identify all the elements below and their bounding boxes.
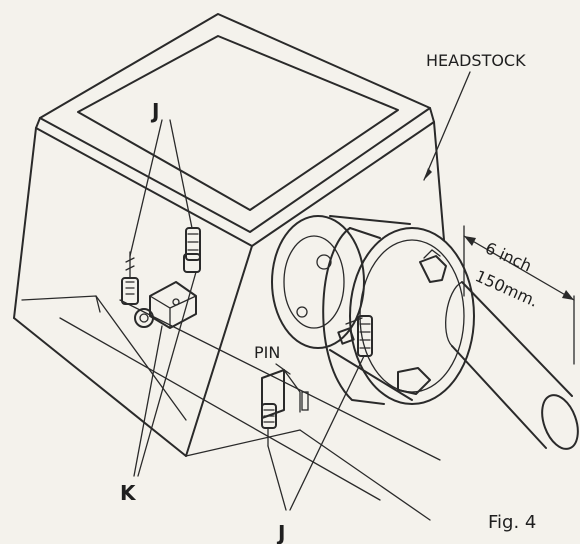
j-label-bottom: J [276,521,285,544]
chuck-jaw-bottom [397,367,431,395]
headstock-housing [13,13,445,521]
headstock-label: HEADSTOCK [426,51,526,70]
k-label: K [120,481,137,505]
j-label-top: J [150,99,159,123]
screw-j-left [121,251,139,305]
chuck-assembly [271,215,475,405]
figure-number: Fig. 4 [488,512,536,533]
screw-j-chuck [357,315,373,357]
block-k [134,281,197,329]
diameter-dimension [463,225,575,365]
leader-lines [129,71,471,511]
chuck-jaw-top [419,255,447,283]
screw-j-right [183,227,201,273]
workpiece-bar [445,281,579,450]
pin-assembly [261,369,309,447]
pin-label: PIN [254,343,280,362]
